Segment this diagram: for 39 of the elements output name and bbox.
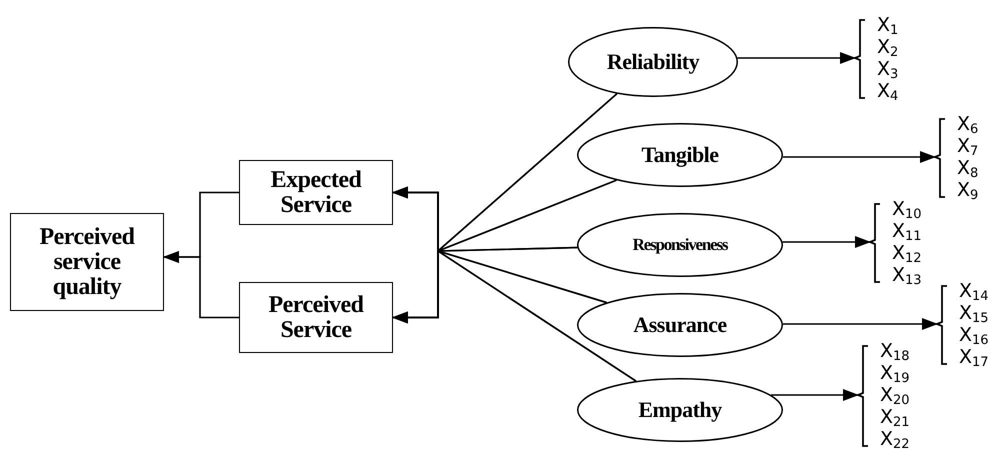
variable-label: X$_{19}$: [880, 362, 910, 384]
variable-label: X$_{17}$: [959, 346, 989, 368]
arrow: [782, 236, 871, 248]
variable-label: X$_{14}$: [959, 280, 989, 302]
variable-label: X$_{18}$: [880, 340, 910, 362]
process-box: [239, 160, 393, 225]
arrow: [770, 389, 859, 401]
variable-label: X$_{20}$: [880, 384, 910, 406]
box-label: Perceived service quality: [38, 224, 136, 300]
dimension-label: Assurance: [633, 312, 727, 338]
variable-label: X$_{4}$: [877, 80, 898, 102]
dimension-label: Empathy: [638, 397, 722, 423]
variable-label: X$_{7}$: [957, 135, 978, 157]
variable-label: X$_{11}$: [892, 220, 922, 242]
arrow: [163, 251, 239, 318]
box-label: Expected Service: [270, 168, 363, 218]
dimension-label: Responsiveness: [632, 235, 728, 255]
variable-label: X$_{8}$: [957, 157, 978, 179]
variable-label: X$_{3}$: [877, 58, 898, 80]
variable-label: X$_{21}$: [880, 406, 910, 428]
arrow: [392, 250, 636, 382]
box-label: Perceived Service: [267, 292, 365, 342]
dimension-label: Reliability: [606, 49, 700, 75]
variable-label: X$_{13}$: [892, 264, 922, 286]
variable-label: X$_{15}$: [959, 302, 989, 324]
dimension-label: Tangible: [641, 142, 719, 168]
variable-label: X$_{16}$: [959, 324, 989, 346]
arrow: [737, 52, 856, 64]
variable-label: X$_{1}$: [877, 14, 898, 36]
arrow: [782, 318, 938, 330]
variable-label: X$_{2}$: [877, 36, 898, 58]
variable-label: X$_{22}$: [880, 428, 910, 450]
process-box: [239, 282, 393, 353]
variable-label: X$_{10}$: [892, 198, 922, 220]
variable-label: X$_{12}$: [892, 242, 922, 264]
variable-label: X$_{9}$: [957, 179, 978, 201]
arrow: [782, 151, 936, 163]
variable-label: X$_{6}$: [957, 113, 978, 135]
process-box: [10, 213, 164, 311]
